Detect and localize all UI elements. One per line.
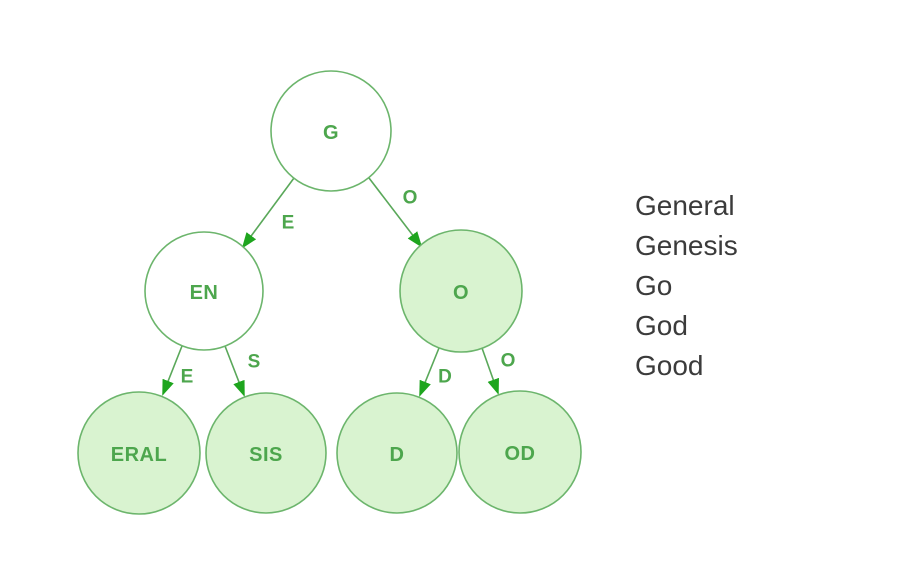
word-list: General Genesis Go God Good [635, 186, 738, 386]
trie-node-en-label: EN [190, 282, 219, 304]
trie-node-g-circle [270, 70, 392, 192]
edge-g-o [368, 177, 423, 248]
trie-node-sis-circle [205, 392, 327, 514]
trie-node-d-label: D [390, 444, 405, 466]
word-list-item: General [635, 190, 735, 221]
trie-node-od-circle [458, 390, 582, 514]
word-list-item: God [635, 310, 688, 341]
trie-node-d-circle [336, 392, 458, 514]
edge-en-eral [162, 345, 183, 396]
edge-label-o2: O [501, 351, 516, 372]
edge-label-e2: E [181, 367, 194, 388]
edge-label-e1: E [282, 213, 295, 234]
trie-node-eral-circle [77, 391, 201, 515]
trie-node-o-label: O [453, 282, 469, 304]
edge-g-en [241, 177, 295, 249]
trie-node-sis-label: SIS [249, 444, 283, 466]
trie-node-o-circle [399, 229, 523, 353]
trie-node-od-label: OD [505, 443, 536, 465]
edge-label-o1: O [403, 188, 418, 209]
word-list-item: Good [635, 350, 704, 381]
edge-o-d [419, 347, 440, 397]
edge-label-s: S [248, 352, 261, 373]
edge-label-d: D [438, 367, 452, 388]
trie-node-g-label: G [323, 122, 339, 144]
edge-en-sis [224, 345, 245, 397]
word-list-item: Genesis [635, 230, 738, 261]
edge-o-od [481, 347, 499, 395]
trie-node-en-circle [144, 231, 264, 351]
word-list-item: Go [635, 270, 673, 301]
trie-node-eral-label: ERAL [111, 444, 167, 466]
